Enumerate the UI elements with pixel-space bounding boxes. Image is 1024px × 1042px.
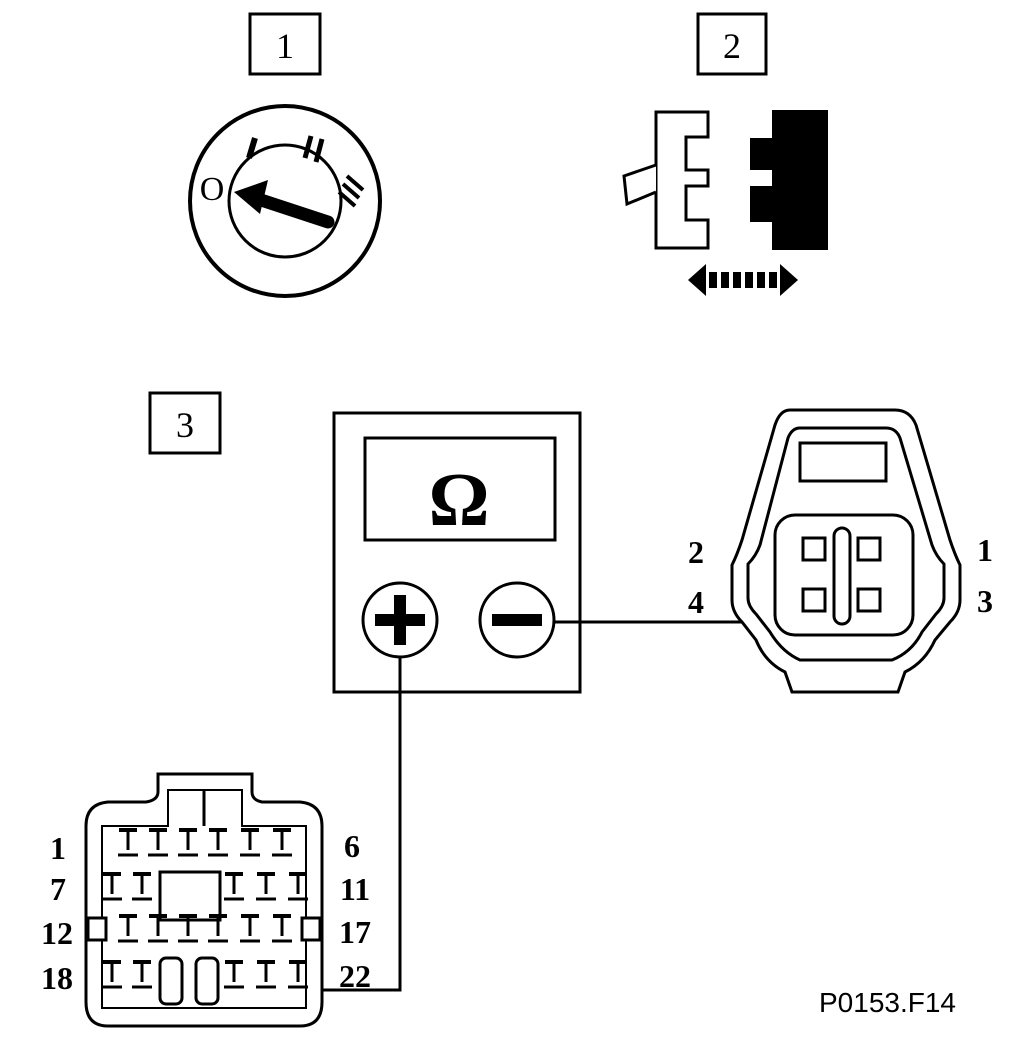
connector-disconnect-icon — [622, 110, 828, 296]
ecu-terminal — [102, 960, 122, 989]
ecu-terminal — [288, 872, 308, 901]
ecu-terminal — [240, 914, 260, 943]
switch-mark-3 — [337, 174, 365, 208]
ecu-pin-11: 11 — [340, 871, 370, 907]
ignition-switch-icon: O — [188, 104, 382, 298]
ecu-terminal — [208, 914, 228, 943]
ecu-terminal — [240, 828, 260, 857]
svg-text:3: 3 — [176, 405, 194, 445]
ecu-pin-6: 6 — [344, 828, 360, 864]
ecu-terminal — [224, 872, 244, 901]
ecu-pin-18: 18 — [41, 960, 73, 996]
ecu-terminal — [256, 872, 276, 901]
svg-text:1: 1 — [276, 26, 294, 66]
ecu-terminal — [272, 914, 292, 943]
step-3-label: 3 — [148, 391, 222, 455]
double-arrow-icon — [688, 264, 798, 296]
ohm-symbol: Ω — [429, 458, 490, 542]
ecu-pin-17: 17 — [339, 914, 371, 950]
ecu-terminal — [256, 960, 276, 989]
ecu-pin-22: 22 — [339, 958, 371, 994]
ecu-connector — [84, 772, 324, 1028]
switch-mark-off: O — [200, 171, 225, 208]
sensor-pin-3: 3 — [977, 583, 993, 619]
sensor-pin-2: 2 — [688, 534, 704, 570]
ecu-terminal — [118, 828, 138, 857]
ecu-terminal — [132, 872, 152, 901]
ecu-terminal — [148, 914, 168, 943]
ecu-terminal — [148, 828, 168, 857]
ecu-pin-7: 7 — [50, 871, 66, 907]
ohmmeter: Ω — [332, 411, 582, 694]
plus-terminal — [361, 581, 439, 659]
figure-code: P0153.F14 — [819, 987, 956, 1018]
ecu-terminal — [272, 828, 292, 857]
ecu-terminal — [224, 960, 244, 989]
switch-mark-2 — [302, 135, 325, 163]
sensor-connector — [730, 408, 962, 694]
sensor-pin-4: 4 — [688, 584, 704, 620]
ecu-terminal — [102, 872, 122, 901]
ecu-pin-1: 1 — [50, 830, 66, 866]
ecu-terminals — [102, 828, 308, 989]
ecu-pin-12: 12 — [41, 915, 73, 951]
ecu-terminal — [178, 828, 198, 857]
ecu-terminal — [208, 828, 228, 857]
ecu-terminal — [132, 960, 152, 989]
ecu-terminal — [118, 914, 138, 943]
svg-text:2: 2 — [723, 26, 741, 66]
minus-terminal — [478, 581, 556, 659]
ecu-terminal — [178, 914, 198, 943]
sensor-pin-1: 1 — [977, 532, 993, 568]
step-1-label: 1 — [248, 12, 322, 76]
switch-mark-1 — [246, 137, 258, 159]
ecu-terminal — [288, 960, 308, 989]
step-2-label: 2 — [696, 12, 768, 76]
switch-pointer-arrow — [234, 180, 335, 229]
